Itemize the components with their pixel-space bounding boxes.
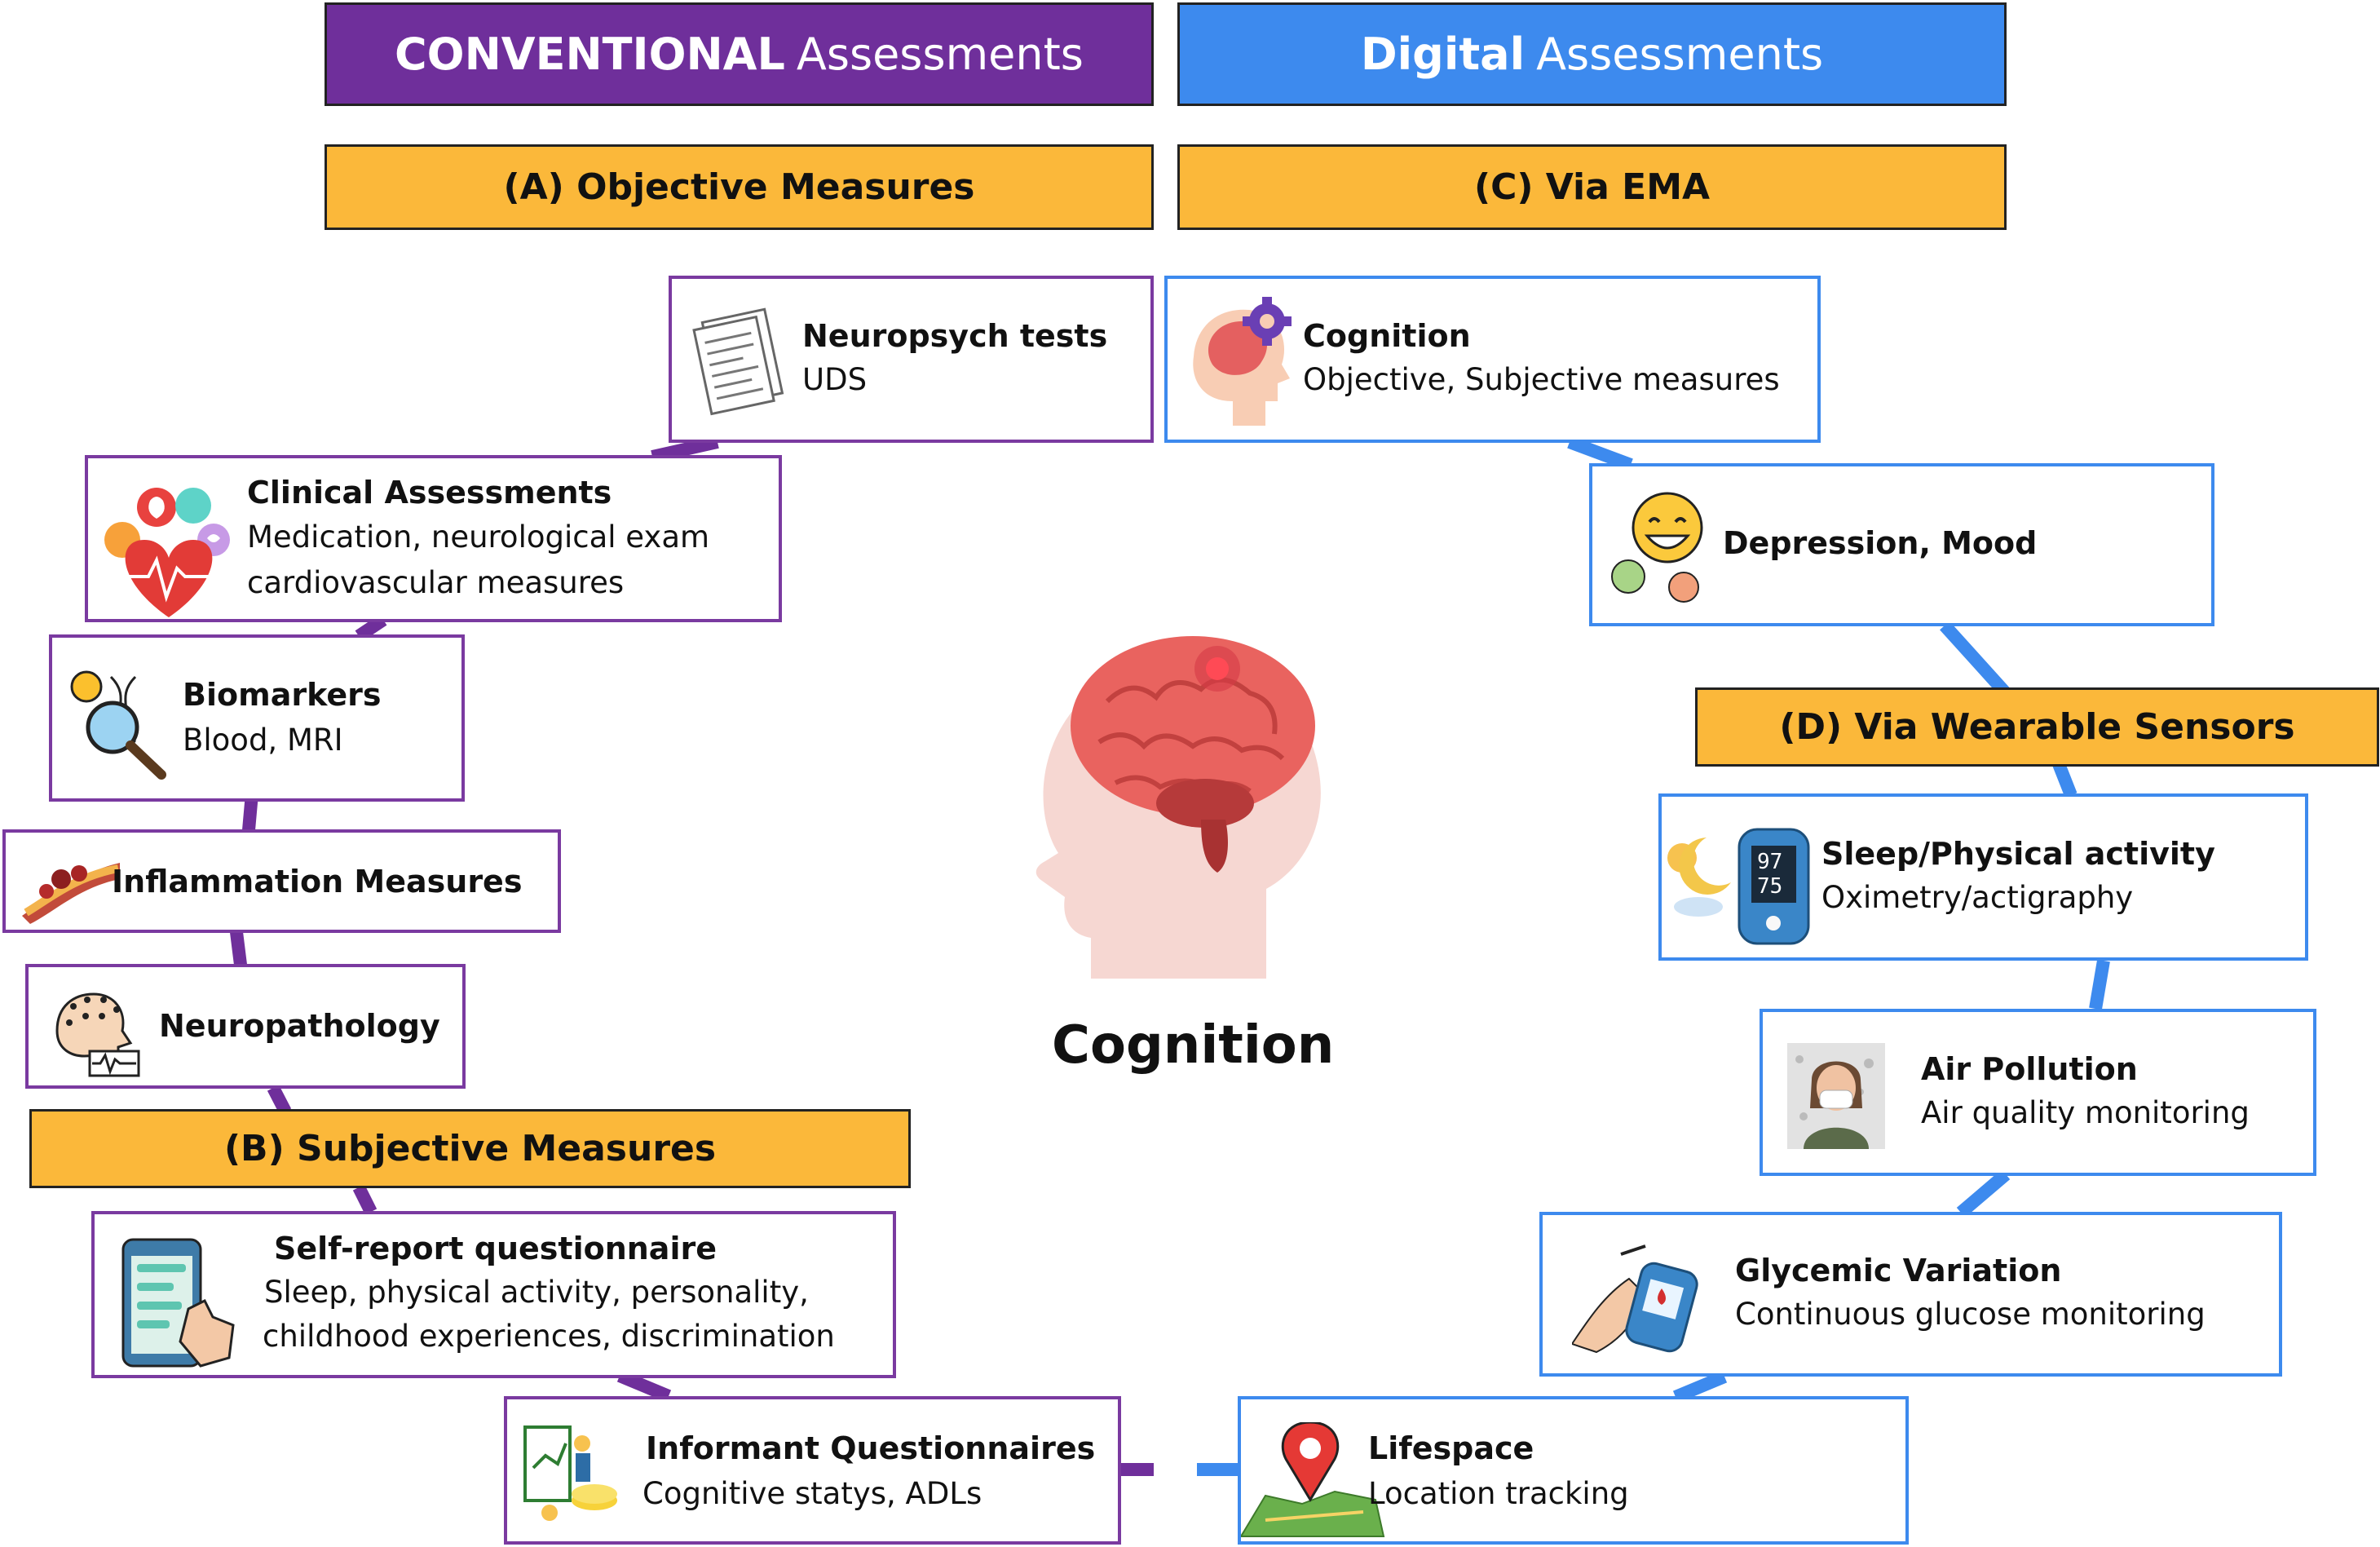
head-gear-icon xyxy=(1193,297,1292,426)
digital-header-bold: Digital xyxy=(1360,29,1526,80)
phone-form-icon xyxy=(121,1238,235,1368)
informant-line-1: Cognitive statys, ADLs xyxy=(642,1476,982,1511)
clinical-line-2: cardiovascular measures xyxy=(247,565,625,600)
conventional-header-bold: CONVENTIONAL xyxy=(395,29,785,80)
clinical-line-1: Medication, neurological exam xyxy=(247,519,710,555)
glycemic-line-1: Continuous glucose monitoring xyxy=(1735,1297,2206,1332)
card-depression-mood: Depression, Mood xyxy=(1589,463,2214,626)
section-b-subjective: (B) Subjective Measures xyxy=(29,1109,911,1188)
dna-magnifier-icon xyxy=(70,670,166,780)
card-clinical-assessments: Clinical Assessments Medication, neurolo… xyxy=(85,455,782,622)
neuropsych-line-1: UDS xyxy=(802,362,868,397)
section-c-ema: (C) Via EMA xyxy=(1177,144,2007,230)
card-biomarkers: Biomarkers Blood, MRI xyxy=(49,634,465,802)
digital-header-light: Assessments xyxy=(1536,29,1824,80)
glycemic-title: Glycemic Variation xyxy=(1735,1253,2062,1288)
conventional-header-light: Assessments xyxy=(796,29,1084,80)
connector-blue-2 xyxy=(1940,621,2011,698)
connector-purple-5 xyxy=(267,1085,292,1115)
test-sheets-icon xyxy=(692,307,784,416)
connector-blue-6 xyxy=(1672,1370,1728,1403)
section-d-wearables: (D) Via Wearable Sensors xyxy=(1695,687,2379,767)
lifespace-line-1: Location tracking xyxy=(1368,1476,1629,1511)
connector-purple-1 xyxy=(651,435,719,463)
air-pollution-title: Air Pollution xyxy=(1921,1051,2138,1087)
sleep-line-1: Oximetry/actigraphy xyxy=(1821,880,2134,915)
artery-icon xyxy=(22,863,120,924)
card-lifespace: Lifespace Location tracking xyxy=(1238,1396,1909,1545)
connector-purple-4 xyxy=(230,931,247,966)
card-glycemic: Glycemic Variation Continuous glucose mo… xyxy=(1539,1212,2282,1377)
connector-blue-5 xyxy=(1956,1169,2011,1218)
mask-person-icon xyxy=(1787,1043,1885,1149)
inflammation-title: Inflammation Measures xyxy=(112,864,523,899)
map-pin-icon xyxy=(1241,1422,1385,1537)
self-report-line-1: Sleep, physical activity, personality, xyxy=(264,1275,809,1310)
clipboard-person-icon xyxy=(523,1425,617,1521)
depression-title: Depression, Mood xyxy=(1723,525,2038,561)
section-a-objective: (A) Objective Measures xyxy=(325,144,1154,230)
connector-blue-4 xyxy=(2089,959,2110,1010)
oximeter-icon: 97 75 xyxy=(1667,828,1810,945)
card-neuropathology: Neuropathology xyxy=(25,964,466,1089)
self-report-title: Self-report questionnaire xyxy=(274,1231,717,1266)
card-sleep-activity: 97 75 Sleep/Physical activity Oximetry/a… xyxy=(1658,793,2308,961)
glucose-meter-icon xyxy=(1572,1244,1698,1354)
biomarkers-title: Biomarkers xyxy=(183,677,382,713)
heart-health-icon xyxy=(104,488,230,617)
card-inflammation: Inflammation Measures xyxy=(2,829,561,933)
card-informant: Informant Questionnaires Cognitive staty… xyxy=(504,1396,1121,1545)
lifespace-title: Lifespace xyxy=(1368,1430,1534,1466)
card-neuropsych-tests: Neuropsych tests UDS xyxy=(669,276,1154,443)
ema-cognition-title: Cognition xyxy=(1303,318,1471,354)
neuropathology-title: Neuropathology xyxy=(159,1008,440,1044)
oximeter-readout-top: 97 xyxy=(1757,850,1782,874)
neuropsych-title: Neuropsych tests xyxy=(802,318,1108,354)
sleep-title: Sleep/Physical activity xyxy=(1821,836,2215,872)
center-label-cognition: Cognition xyxy=(1052,1015,1335,1076)
self-report-line-2: childhood experiences, discrimination xyxy=(263,1319,835,1354)
eeg-head-icon xyxy=(55,992,140,1077)
card-air-pollution: Air Pollution Air quality monitoring xyxy=(1760,1009,2316,1176)
connector-purple-2 xyxy=(355,614,387,642)
informant-title: Informant Questionnaires xyxy=(646,1430,1096,1466)
biomarkers-line-1: Blood, MRI xyxy=(183,723,343,758)
connector-blue-1 xyxy=(1567,435,1633,471)
digital-header: Digital Assessments xyxy=(1177,2,2007,106)
oximeter-readout-bottom: 75 xyxy=(1757,874,1782,899)
connector-blue-3 xyxy=(2052,762,2078,798)
connector-purple-6 xyxy=(352,1184,378,1215)
card-ema-cognition: Cognition Objective, Subjective measures xyxy=(1164,276,1821,443)
conventional-header: CONVENTIONAL Assessments xyxy=(325,2,1154,106)
air-pollution-line-1: Air quality monitoring xyxy=(1921,1095,2250,1130)
ema-cognition-line-1: Objective, Subjective measures xyxy=(1303,362,1780,397)
card-self-report: Self-report questionnaire Sleep, physica… xyxy=(91,1211,896,1378)
brain-icon xyxy=(1071,636,1315,873)
clinical-title: Clinical Assessments xyxy=(247,475,612,511)
brain-head-illustration xyxy=(1035,636,1321,979)
connector-purple-7 xyxy=(616,1369,672,1403)
emoji-faces-icon xyxy=(1611,492,1703,603)
